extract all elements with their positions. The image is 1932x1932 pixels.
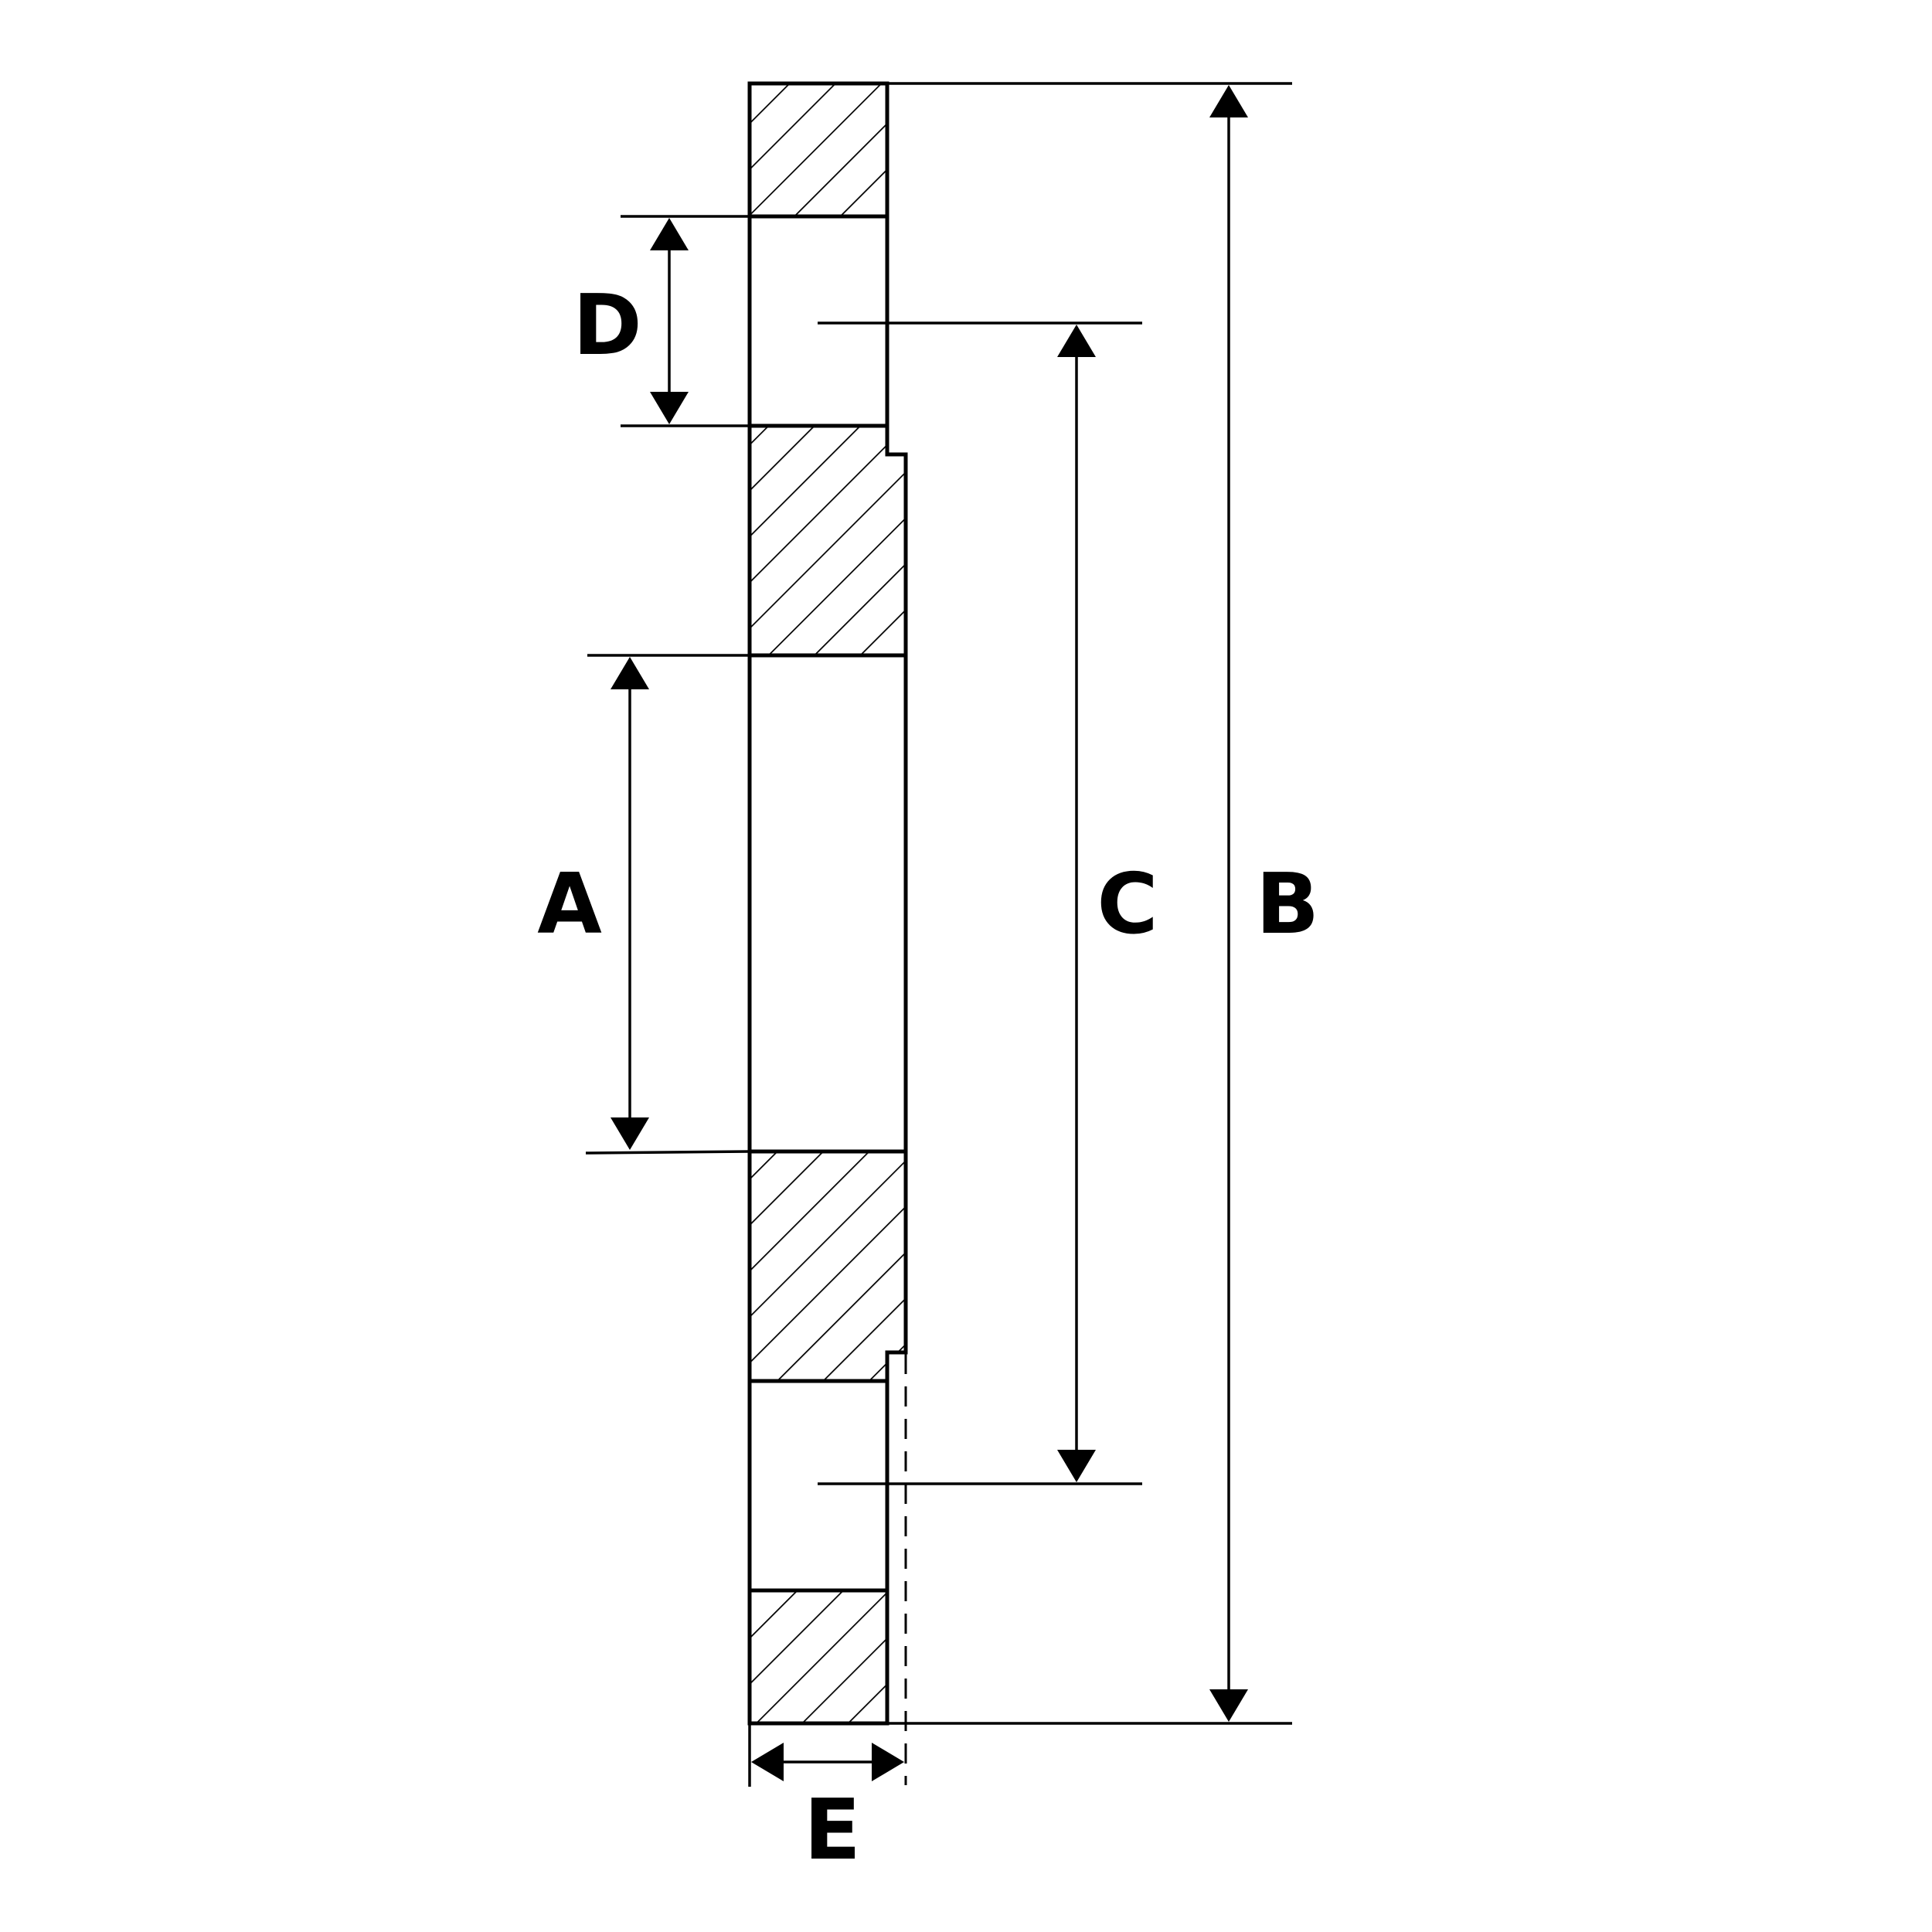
label-b: B (1256, 856, 1319, 953)
extension-lines (585, 82, 1292, 1787)
dimension-lines (611, 85, 1248, 1781)
label-a: A (537, 856, 602, 953)
dimension-e (751, 1743, 904, 1781)
hatched-material (747, 81, 908, 1726)
flange-outline (747, 83, 908, 1723)
dimension-c (1057, 325, 1096, 1482)
label-e: E (804, 1782, 861, 1879)
label-d: D (573, 277, 642, 374)
dimension-b (1209, 85, 1248, 1722)
hatch-bottom-segment (747, 1588, 889, 1726)
hatch-upper-segment (747, 423, 908, 658)
label-c: C (1097, 856, 1158, 953)
dimension-d (650, 218, 689, 424)
flange-cross-section (747, 81, 908, 1785)
dimension-a (611, 657, 649, 1150)
dimension-labels: D A C B E (537, 277, 1319, 1879)
hatch-lower-segment (747, 1149, 908, 1383)
hatch-top-segment (747, 81, 889, 219)
